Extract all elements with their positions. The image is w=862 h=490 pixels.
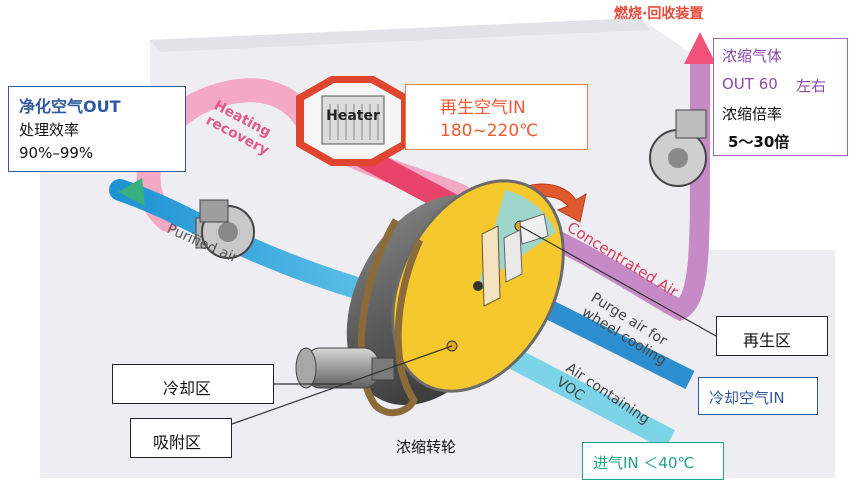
cooling-zone-label: 冷却区 [163, 379, 212, 398]
concentrated-air-duct [530, 52, 710, 322]
cooling-air-in-label: 冷却空气IN [709, 389, 785, 407]
combustion-recovery-label: 燃烧·回收装置 [614, 6, 704, 22]
leader-lines [231, 225, 717, 425]
concentrated-gas-approx: 左右 [796, 77, 827, 95]
purified-air-fan-icon [195, 199, 255, 259]
drive-belt [357, 218, 424, 417]
adsorption-zone-box: 吸附区 [130, 418, 232, 458]
purified-air-arrowhead [118, 178, 145, 206]
housing-shadow [150, 18, 650, 52]
regeneration-zone-box: 再生区 [716, 316, 828, 356]
inlet-box: 进气IN ＜40℃ [582, 442, 724, 480]
regen-air-in-title: 再生空气IN [440, 98, 526, 118]
efficiency-label: 处理效率 [19, 121, 80, 139]
regeneration-zone-label: 再生区 [743, 331, 792, 350]
wheel-hub [473, 281, 483, 291]
concentrated-gas-out: OUT 60 [722, 75, 778, 93]
heater-icon [296, 76, 409, 166]
adsorption-zone-label: 吸附区 [153, 433, 202, 452]
inlet-label: 进气IN ＜40℃ [593, 454, 695, 472]
concentration-ratio-label: 浓缩倍率 [722, 105, 783, 123]
concentrated-air-fan-icon [649, 109, 707, 187]
concentrated-gas-title: 浓缩气体 [722, 47, 783, 65]
regen-air-in-box: 再生空气IN 180~220℃ [405, 84, 588, 150]
sector-divider-plates [481, 213, 549, 307]
concentrated-gas-box: 浓缩气体 OUT 60 左右 浓缩倍率 5〜30倍 [713, 38, 848, 156]
regen-air-temp: 180~220℃ [440, 121, 539, 141]
cooling-air-in-box: 冷却空气IN [698, 377, 818, 415]
purified-air-out-box: 净化空气OUT 处理效率 90%–99% [8, 86, 186, 172]
cooling-zone-box: 冷却区 [112, 364, 274, 404]
concentration-ratio-value: 5〜30倍 [728, 133, 790, 151]
heater-label: Heater [326, 108, 380, 124]
concentrated-air-arrowhead [684, 32, 716, 64]
concentrator-wheel-label: 浓缩转轮 [396, 438, 457, 456]
purified-air-out-title: 净化空气OUT [19, 97, 121, 116]
efficiency-value: 90%–99% [19, 144, 94, 162]
